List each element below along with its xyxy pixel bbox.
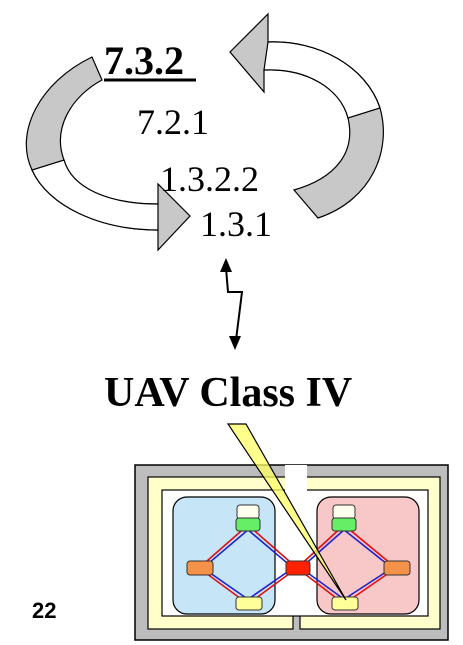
comm-link-arrowhead-up: [220, 258, 232, 272]
node-left-orange: [186, 560, 214, 576]
page-number: 22: [32, 598, 56, 623]
cycle-head-label: 7.3.2: [104, 38, 184, 83]
left-zone: [172, 496, 276, 615]
right-zone: [316, 496, 420, 615]
cycle-item-3: 1.3.1: [200, 204, 272, 244]
left-cycle-arrow-face: [31, 159, 159, 231]
node-left-yellow: [235, 596, 263, 611]
node-right-green: [331, 517, 357, 532]
frame-notch: [285, 465, 307, 495]
node-right-top-white: [332, 504, 356, 520]
right-cycle-arrow-face: [263, 41, 381, 119]
platform-frame: [134, 464, 449, 641]
node-left-top-white: [236, 504, 260, 520]
cycle-item-2: 1.3.2.2: [160, 159, 259, 199]
callout-wedge: [226, 423, 347, 601]
cycle-item-1: 7.2.1: [137, 102, 209, 142]
comm-link-lightning: [225, 267, 244, 341]
node-center-red: [285, 560, 311, 576]
node-left-green: [235, 517, 261, 532]
node-right-yellow: [331, 596, 359, 611]
node-right-orange: [383, 560, 411, 576]
comm-link-arrowhead-down: [229, 336, 241, 350]
platform-label: UAV Class IV: [104, 370, 352, 416]
